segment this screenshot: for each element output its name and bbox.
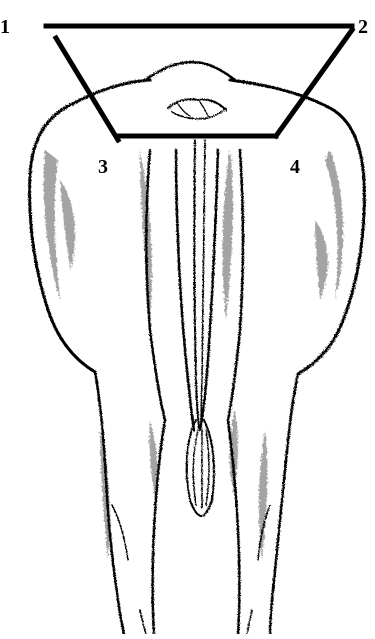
body-outline (30, 62, 365, 634)
line-2-4 (276, 30, 352, 136)
tail-switch (187, 420, 214, 516)
point-label-2: 2 (358, 17, 368, 37)
point-label-4: 4 (290, 157, 300, 177)
hair-shading (43, 150, 343, 560)
point-label-1: 1 (0, 17, 10, 37)
pin-bone-trapezoid (46, 26, 352, 140)
point-label-3: 3 (98, 157, 108, 177)
